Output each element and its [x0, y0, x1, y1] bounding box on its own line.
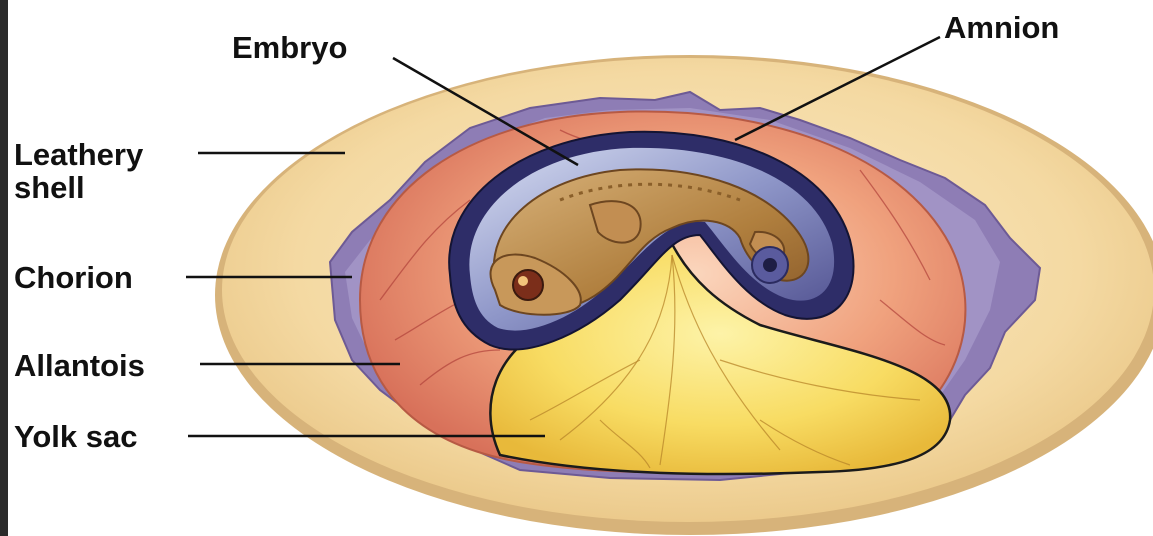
label-chorion: Chorion: [14, 260, 133, 295]
label-allantois: Allantois: [14, 348, 145, 383]
label-leathery-shell-line1: Leathery: [14, 137, 144, 172]
label-leathery-shell-line2: shell: [14, 170, 85, 205]
label-yolk-sac: Yolk sac: [14, 419, 138, 454]
label-amnion: Amnion: [944, 10, 1059, 45]
label-embryo: Embryo: [232, 30, 347, 65]
